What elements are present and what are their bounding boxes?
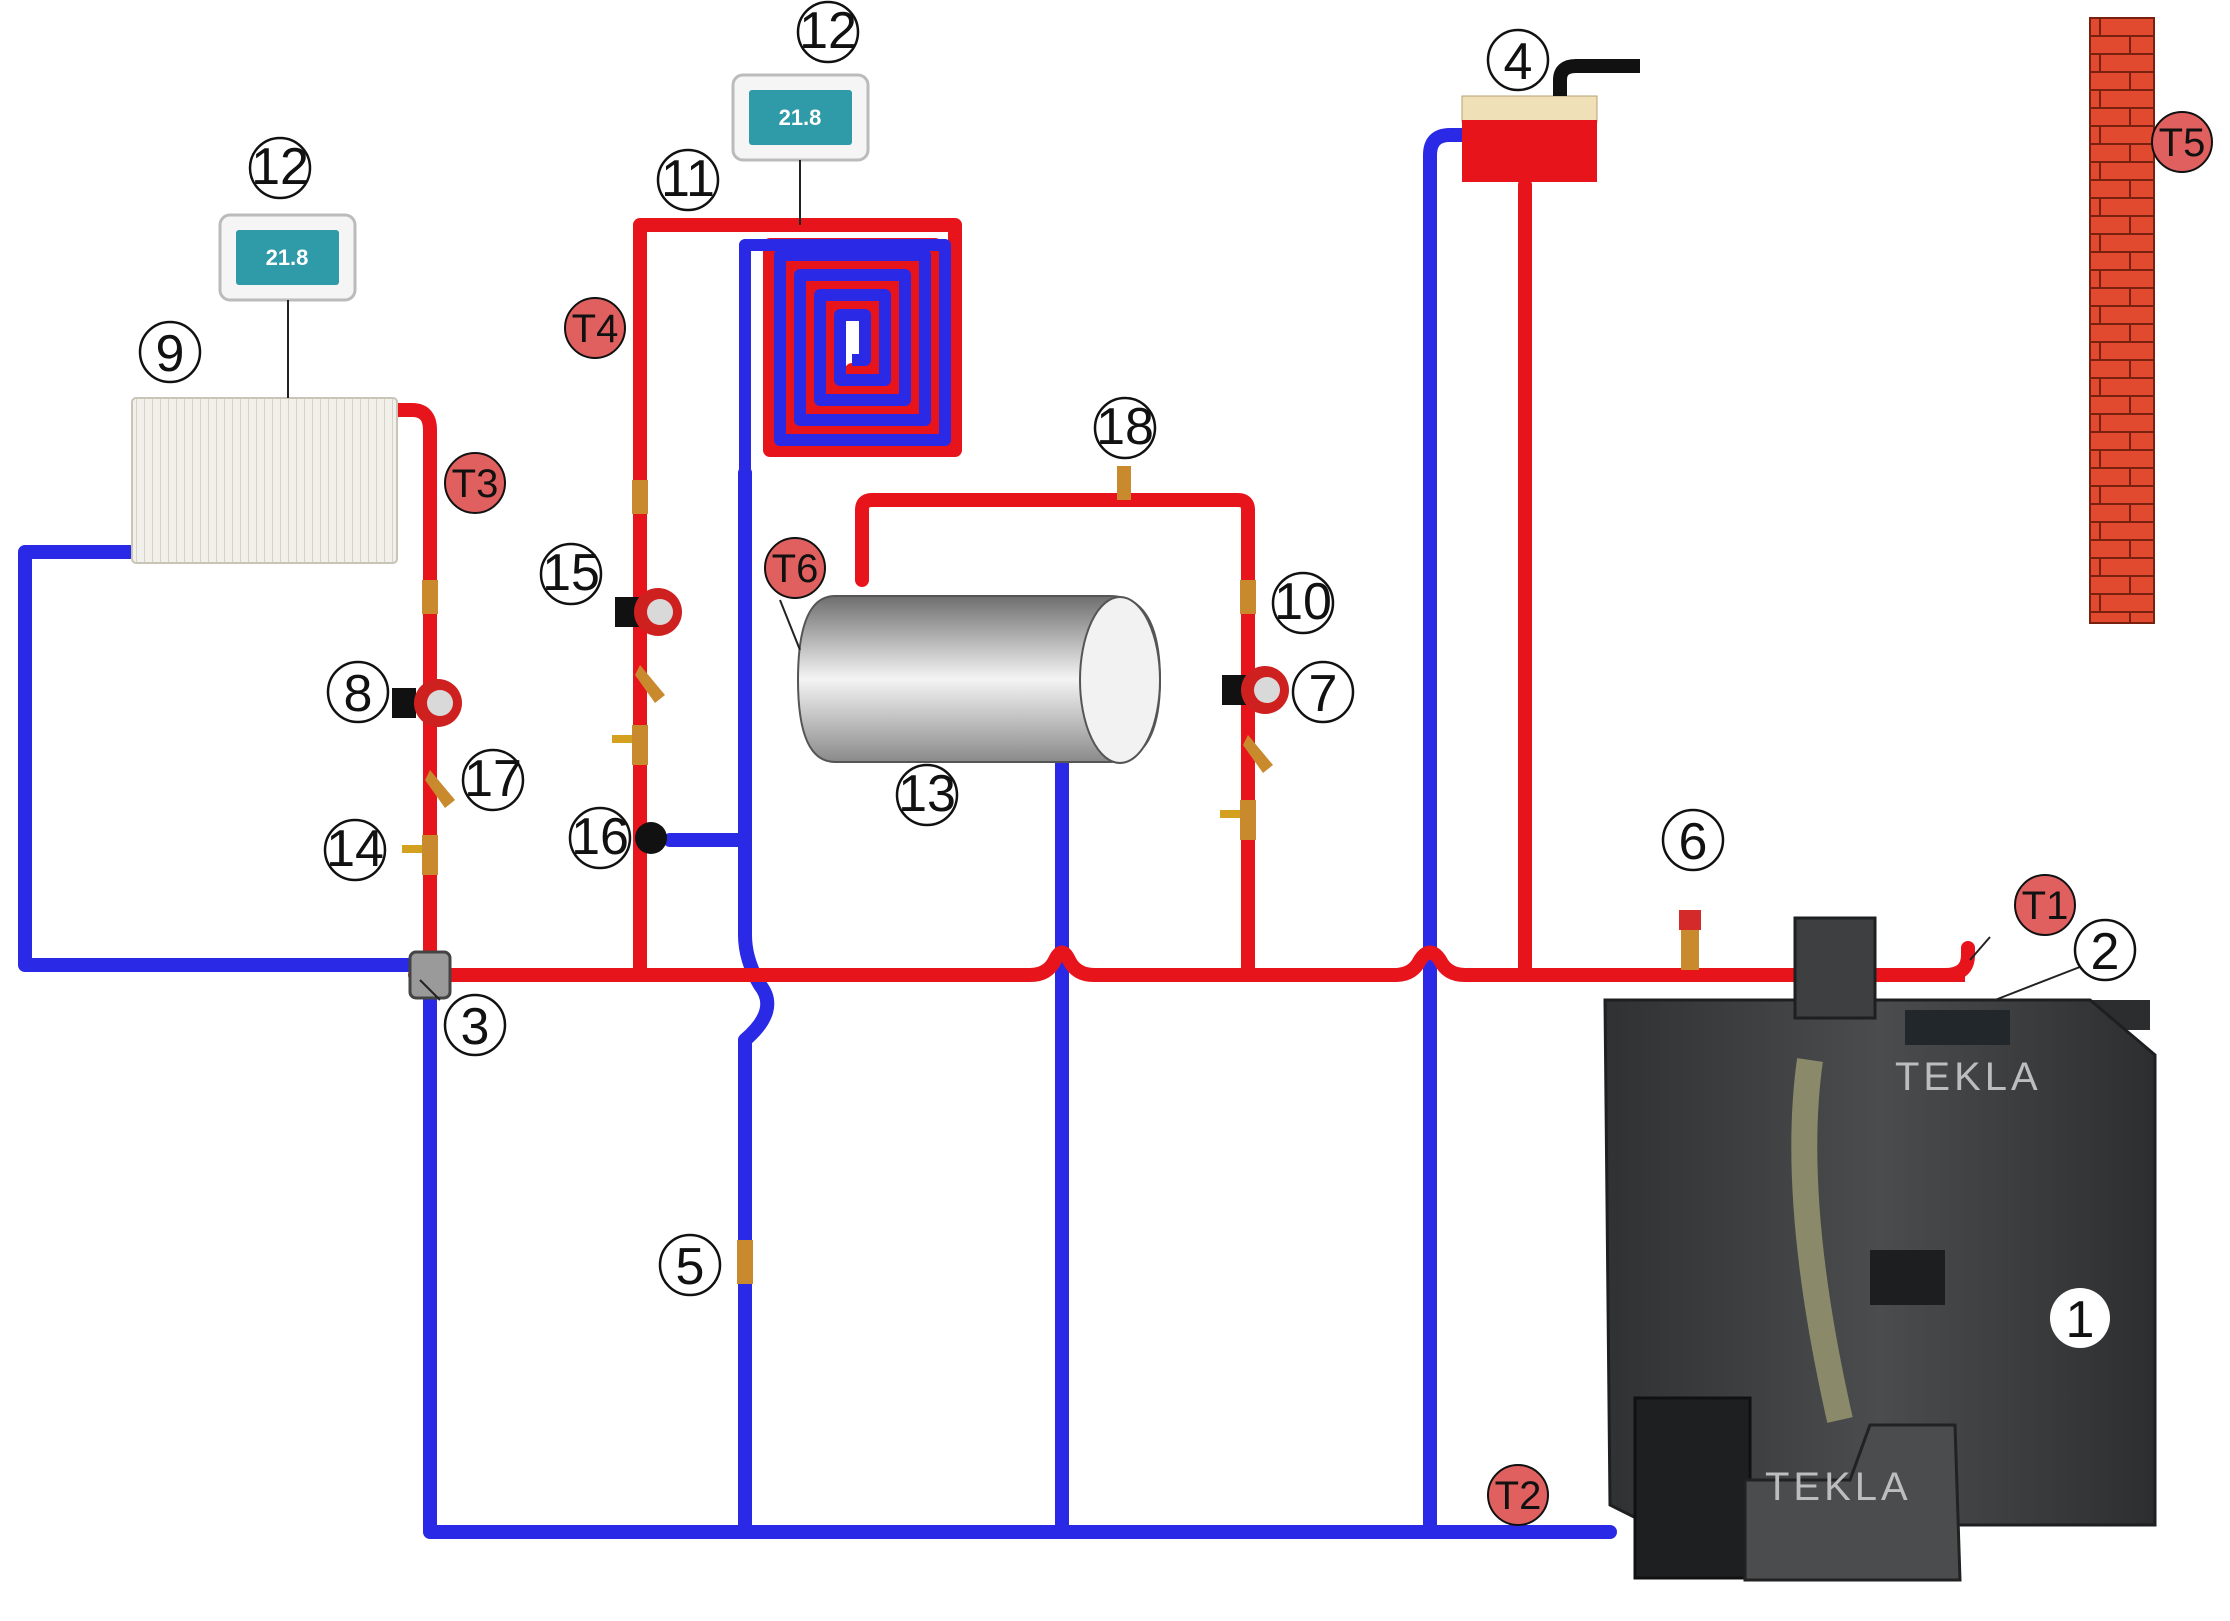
expansion-tank: [1461, 59, 1640, 182]
sensor-labels: T1 T2 T3 T4 T5 T6: [452, 121, 2206, 1518]
sensor-tags: [444, 111, 2213, 1526]
sensor-t5: T5: [2159, 121, 2206, 165]
label-11: 11: [661, 150, 715, 208]
room-thermostat-floor: 21.8: [731, 73, 870, 162]
hopper-brand: TEKLA: [1765, 1465, 1912, 1509]
sensor-t4: T4: [572, 307, 619, 351]
ball-valve-tank-icon: [1220, 800, 1256, 840]
union-radiator-icon: [422, 580, 438, 614]
thermostat-temp-2: 21.8: [779, 105, 822, 130]
filter-17-icon: [425, 770, 455, 808]
return-pipes: [18, 128, 1617, 1539]
sensor-t2: T2: [1495, 1474, 1542, 1518]
floor-return-pipe: [738, 466, 775, 1539]
callouts: [138, 0, 2137, 1348]
floor-heating-return-coil: [739, 239, 951, 473]
label-14: 14: [326, 820, 384, 878]
label-16: 16: [571, 808, 629, 866]
label-15: 15: [542, 544, 600, 602]
chimney-wall: [2089, 17, 2155, 624]
union-floor-icon: [632, 480, 648, 514]
pump-8-icon: [392, 679, 462, 727]
pellet-boiler: TEKLA TEKLA: [1603, 916, 2157, 1582]
floor-supply-pipe: [633, 218, 962, 982]
label-4: 4: [1504, 33, 1533, 91]
supply-pipes: [388, 178, 1975, 982]
pump-7-icon: [1222, 666, 1289, 714]
label-12b: 12: [799, 2, 857, 60]
label-18: 18: [1096, 398, 1154, 456]
filter-7-icon: [1243, 735, 1273, 773]
expansion-return-pipe: [1423, 128, 1469, 1539]
boiler-brand: TEKLA: [1895, 1055, 2042, 1099]
safety-valve-icon: [1679, 910, 1701, 970]
label-10: 10: [1274, 573, 1332, 631]
label-17: 17: [464, 750, 522, 808]
label-1: 1: [2066, 1291, 2095, 1349]
radiator-supply-pipe: [388, 403, 437, 972]
main-return-pipe: [423, 973, 1617, 1539]
pump-15-icon: [615, 588, 682, 636]
sensor-t1: T1: [2022, 884, 2069, 928]
mixing-valve-icon: [408, 950, 452, 1000]
label-3: 3: [461, 998, 490, 1056]
ball-valve-floor-icon: [612, 725, 648, 765]
label-9: 9: [156, 325, 185, 383]
tank-supply-pipe: [855, 493, 1255, 982]
air-vent-icon: [1117, 466, 1131, 500]
sensor-t3: T3: [452, 462, 499, 506]
label-6: 6: [1679, 813, 1708, 871]
hot-water-tank: [796, 595, 1162, 764]
label-5: 5: [676, 1238, 705, 1296]
label-12a: 12: [251, 138, 309, 196]
filter-15-icon: [635, 665, 665, 703]
label-7: 7: [1309, 665, 1338, 723]
main-supply-pipe: [408, 941, 1975, 982]
thermostat-temp-1: 21.8: [266, 245, 309, 270]
union-tank-icon: [1240, 580, 1256, 614]
radiator-return-pipe: [18, 545, 422, 972]
leader-lines: [419, 599, 2086, 1001]
label-8: 8: [344, 665, 373, 723]
label-13: 13: [898, 765, 956, 823]
callout-numbers: 1 2 3 4 5 6 7 8 9 10 11 12 12 13 14 15 1…: [156, 2, 2120, 1349]
room-thermostat-radiator: 21.8: [218, 213, 357, 302]
union-return-icon: [737, 1240, 753, 1284]
sensor-t6: T6: [772, 547, 819, 591]
fittings: [392, 466, 1701, 1284]
ball-valve-14-icon: [402, 835, 438, 875]
valve-16-icon: [635, 822, 667, 854]
label-2: 2: [2091, 923, 2120, 981]
radiator: [131, 355, 398, 564]
